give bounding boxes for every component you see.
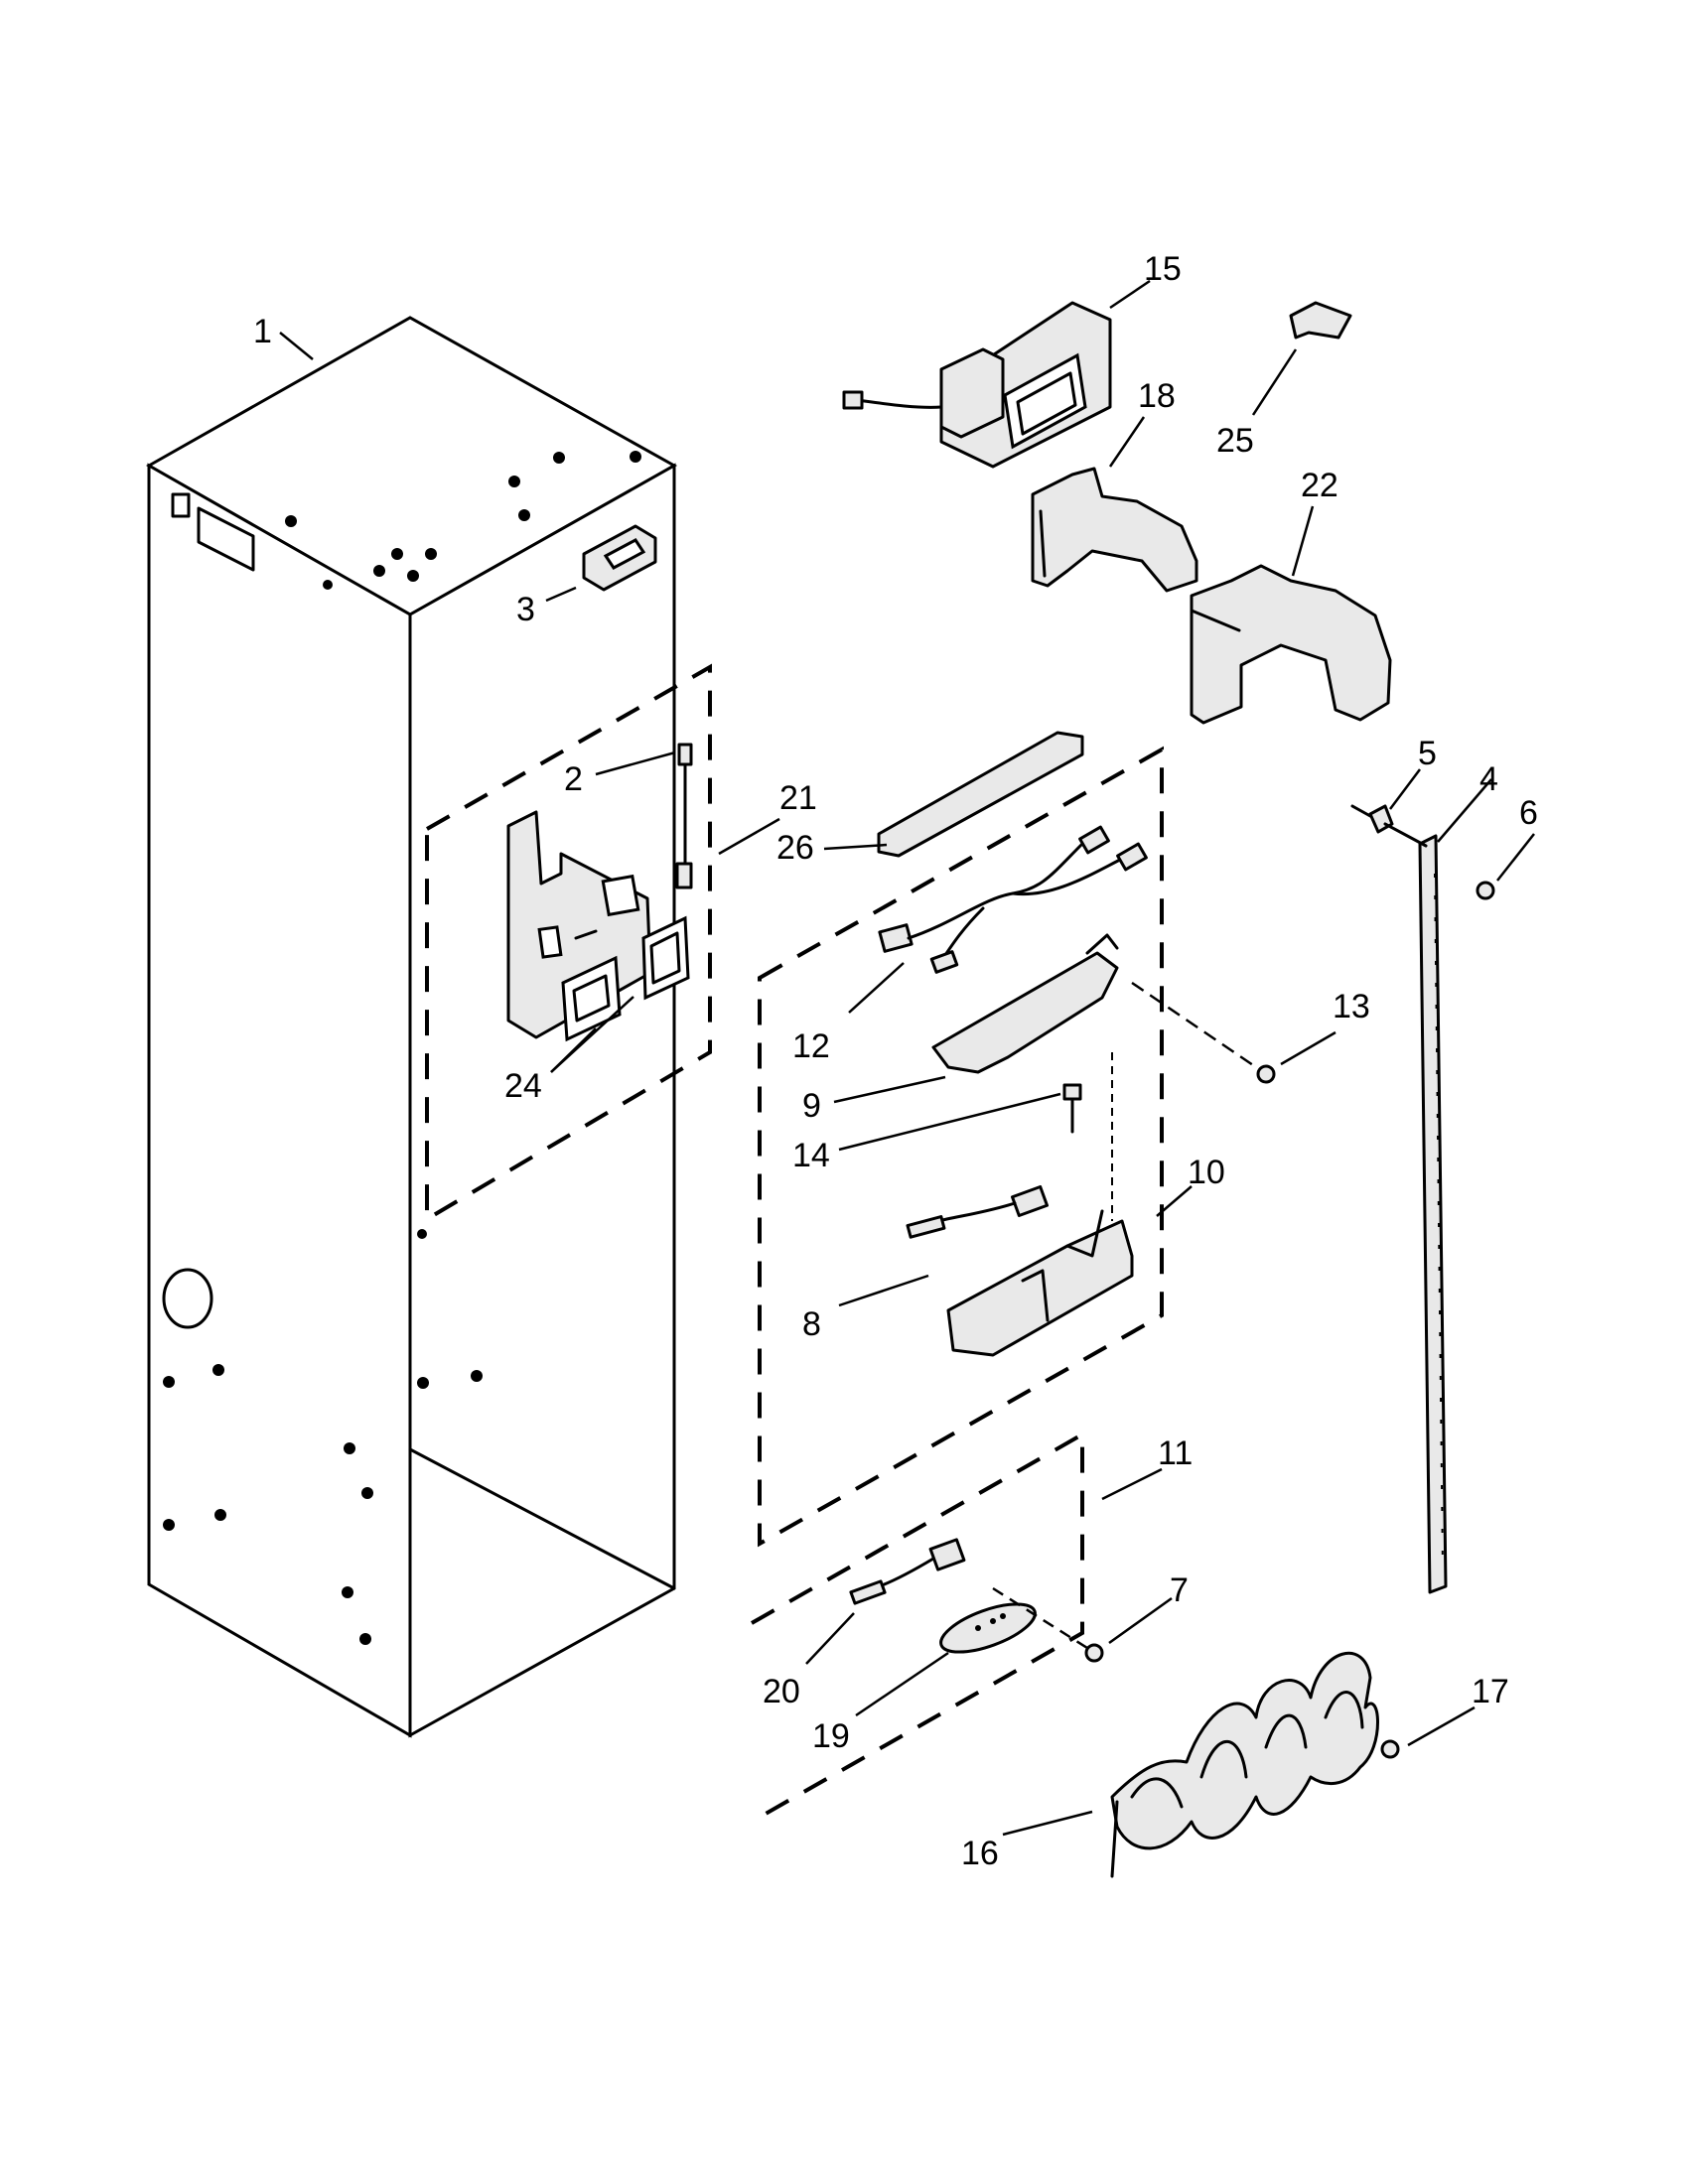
callout-11: 11 (1158, 1434, 1193, 1472)
gasket-part-24 (561, 915, 690, 1042)
callout-10: 10 (1188, 1154, 1225, 1191)
sensor-part-8 (906, 1184, 1050, 1239)
sensor-part-20 (849, 1538, 966, 1605)
callout-25: 25 (1216, 422, 1254, 460)
housing-part-10 (946, 1052, 1134, 1357)
callout-19: 19 (812, 1717, 850, 1755)
callout-12: 12 (792, 1027, 830, 1065)
harness-part-12 (878, 825, 1148, 974)
screw-part-7 (992, 1586, 1104, 1663)
clip-part-5 (1350, 804, 1428, 848)
callout-6: 6 (1519, 794, 1538, 832)
callout-16: 16 (961, 1835, 999, 1872)
callout-9: 9 (802, 1087, 821, 1125)
callout-8: 8 (802, 1305, 821, 1343)
group-outline-11 (751, 1431, 1084, 1824)
callout-14: 14 (792, 1137, 830, 1174)
strip-part-26 (877, 731, 1084, 858)
duct-part-18 (1031, 467, 1198, 593)
callout-24: 24 (504, 1067, 542, 1105)
bracket-part-4 (1418, 834, 1448, 1594)
screw-part-17 (1380, 1739, 1400, 1759)
callout-7: 7 (1170, 1571, 1189, 1609)
duct-part-22 (1190, 564, 1392, 725)
callout-labels: 1 2 3 4 5 6 7 8 9 10 11 12 13 14 15 16 1… (253, 250, 1538, 1872)
group-outline-10 (758, 746, 1164, 1548)
wire-part-2 (675, 743, 693, 889)
group-outline-21 (425, 663, 712, 1223)
callout-26: 26 (776, 829, 814, 867)
callout-20: 20 (763, 1673, 800, 1710)
cabinet-part-1 (145, 316, 678, 1738)
callout-13: 13 (1333, 988, 1370, 1025)
clip-part-25 (1289, 301, 1352, 340)
cover-part-9 (931, 933, 1119, 1074)
callout-4: 4 (1479, 760, 1498, 798)
callout-15: 15 (1144, 250, 1182, 288)
callout-3: 3 (516, 591, 535, 628)
screw-part-6 (1476, 881, 1495, 900)
callout-1: 1 (253, 313, 272, 350)
callout-22: 22 (1301, 467, 1338, 504)
callout-21: 21 (779, 779, 817, 817)
callout-2: 2 (564, 760, 583, 798)
screw-part-14 (1062, 1083, 1082, 1134)
callout-17: 17 (1472, 1673, 1509, 1710)
leader-lines (279, 279, 1535, 1837)
heater-part-16 (1110, 1651, 1379, 1878)
callout-5: 5 (1418, 735, 1437, 772)
connector-part-3 (582, 524, 657, 592)
housing-part-15 (842, 301, 1112, 469)
screw-part-13 (1131, 981, 1276, 1084)
clip-part-19 (939, 1602, 1037, 1654)
callout-18: 18 (1138, 377, 1176, 415)
